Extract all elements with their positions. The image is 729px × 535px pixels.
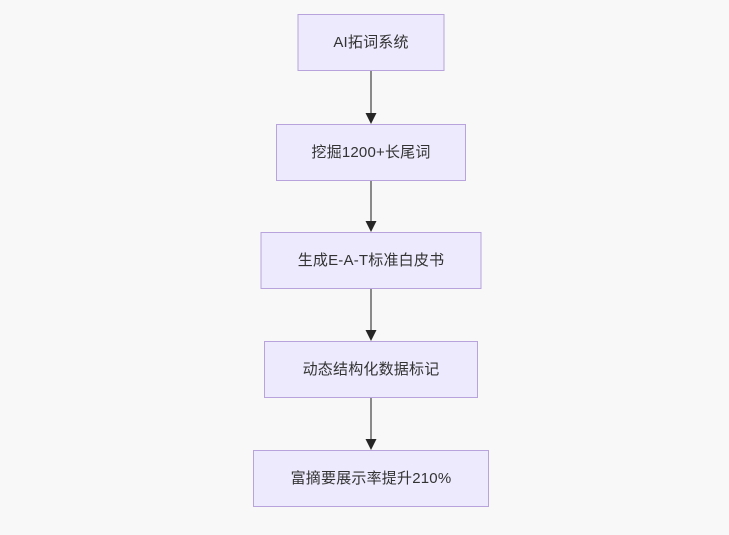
flow-edge-1: [365, 71, 377, 124]
arrowhead-down-icon: [365, 113, 377, 124]
arrowhead-down-icon: [365, 439, 377, 450]
flow-node-dynamic-structured-data-markup[interactable]: 动态结构化数据标记: [264, 341, 478, 398]
flow-edge-2: [365, 181, 377, 232]
flow-node-label: AI拓词系统: [333, 34, 409, 51]
arrowhead-down-icon: [365, 330, 377, 341]
flow-node-ai-keyword-system[interactable]: AI拓词系统: [297, 14, 445, 71]
arrowhead-down-icon: [365, 221, 377, 232]
flow-node-generate-eat-whitepaper[interactable]: 生成E-A-T标准白皮书: [260, 232, 482, 289]
flow-node-mine-longtail-keywords[interactable]: 挖掘1200+长尾词: [276, 124, 466, 181]
flow-edge-3: [365, 289, 377, 341]
flow-edge-4: [365, 398, 377, 450]
flow-node-label: 挖掘1200+长尾词: [311, 144, 431, 161]
flow-node-label: 动态结构化数据标记: [302, 361, 440, 378]
flow-node-label: 生成E-A-T标准白皮书: [297, 252, 445, 269]
flow-node-rich-snippet-rate-increase[interactable]: 富摘要展示率提升210%: [253, 450, 489, 507]
flow-node-label: 富摘要展示率提升210%: [290, 470, 452, 487]
